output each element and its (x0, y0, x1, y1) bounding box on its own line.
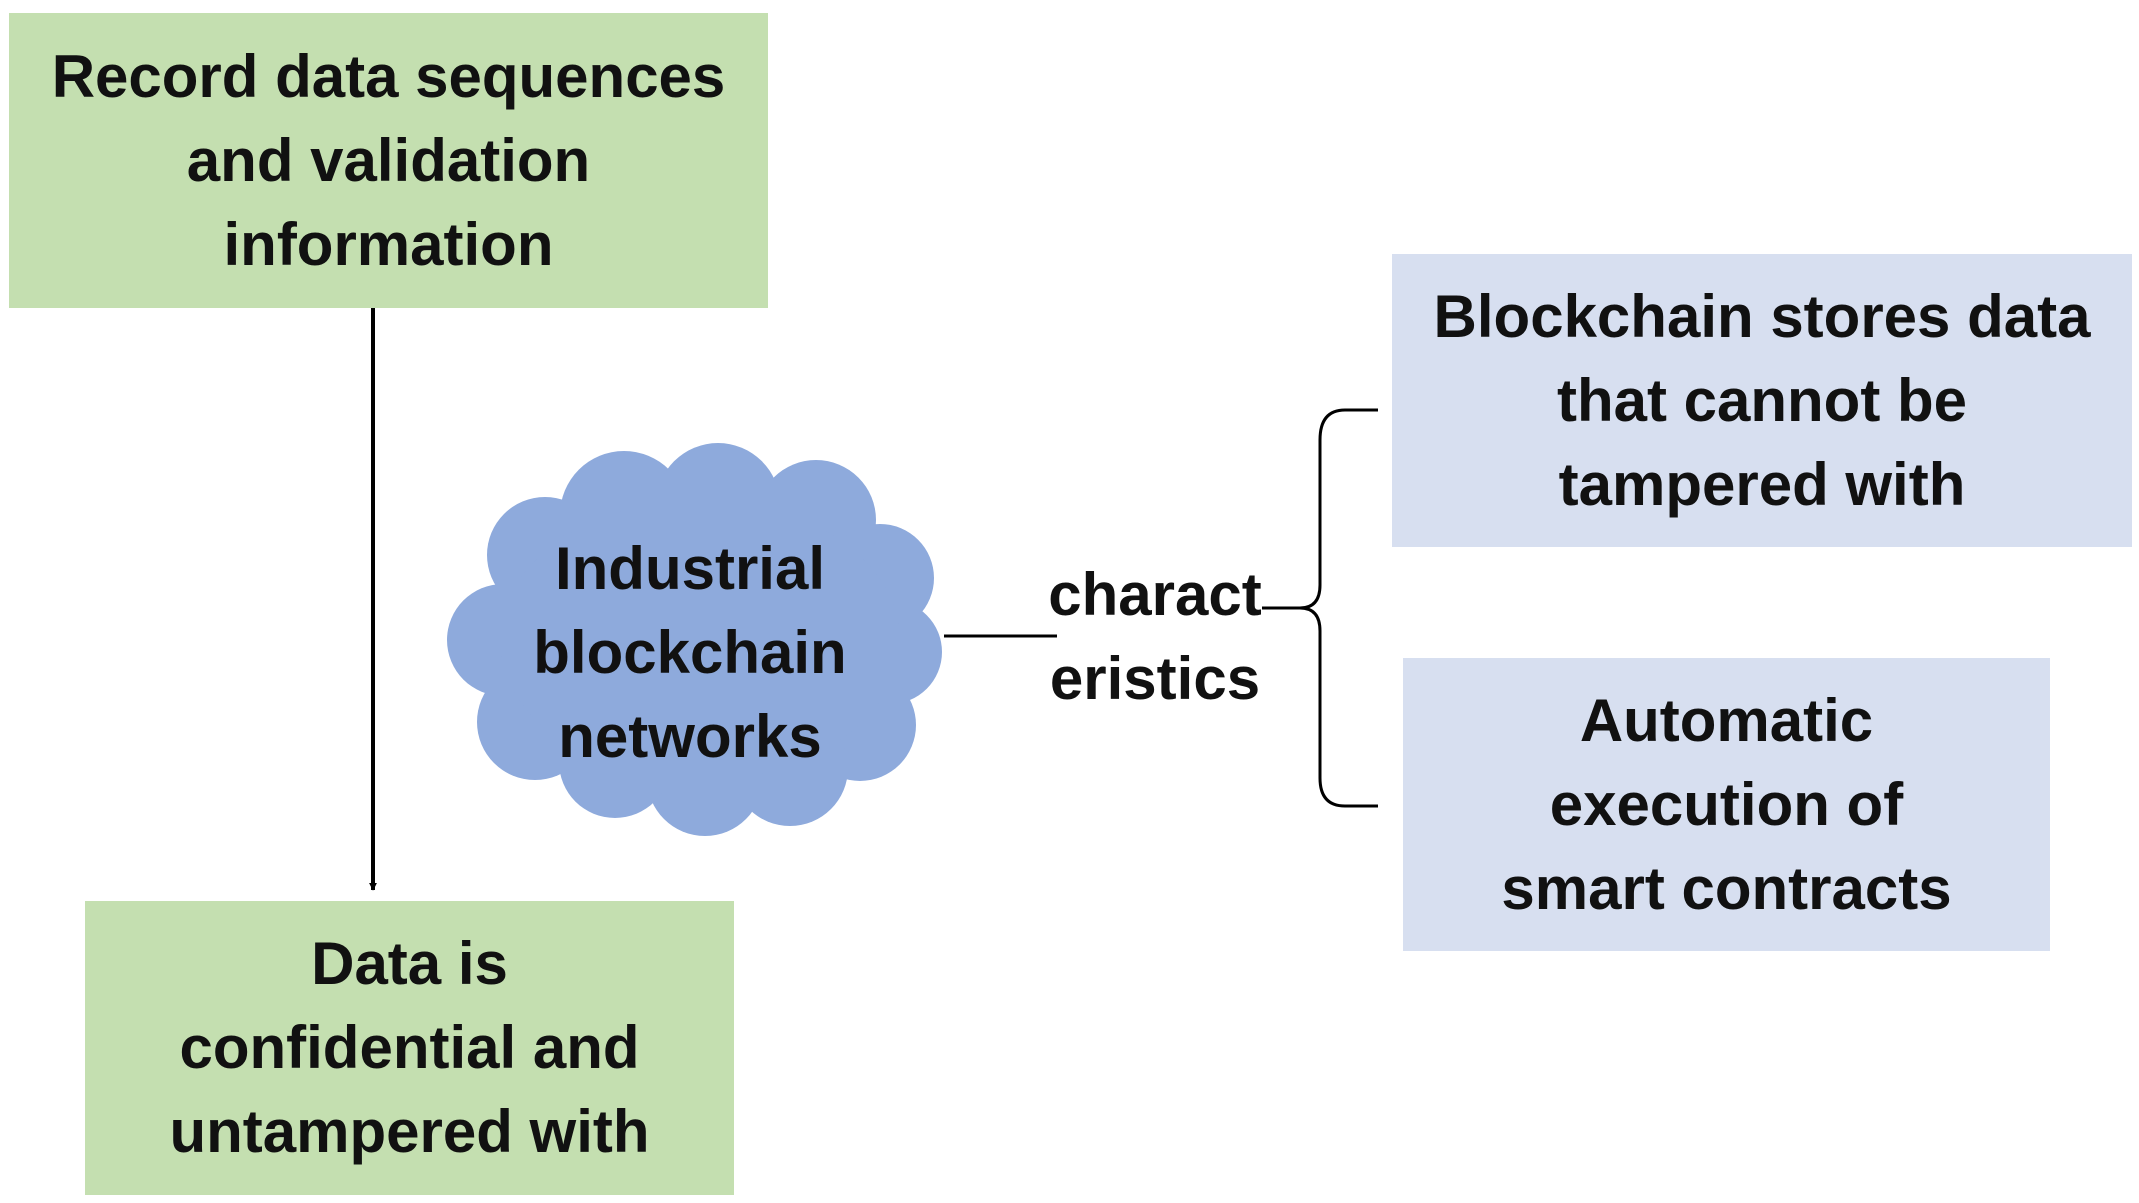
record-data-text: Record data sequences and validation inf… (51, 42, 726, 278)
data-confidential-box: Data is confidential and untampered with (85, 901, 734, 1195)
cloud-shape (447, 443, 942, 836)
tamper-proof-storage-text: Blockchain stores data that cannot be ta… (1433, 282, 2091, 518)
smart-contracts-box: Automatic execution of smart contracts (1403, 658, 2050, 951)
characteristics-brace (1262, 408, 1378, 808)
smart-contracts-text: Automatic execution of smart contracts (1501, 686, 1952, 922)
data-confidential-text: Data is confidential and untampered with (169, 930, 650, 1165)
tamper-proof-storage-box: Blockchain stores data that cannot be ta… (1392, 254, 2132, 547)
industrial-blockchain-networks-label: Industrial blockchain networks (533, 535, 847, 770)
record-data-box: Record data sequences and validation inf… (9, 13, 768, 308)
characteristics-label: charact eristics (1048, 561, 1262, 712)
